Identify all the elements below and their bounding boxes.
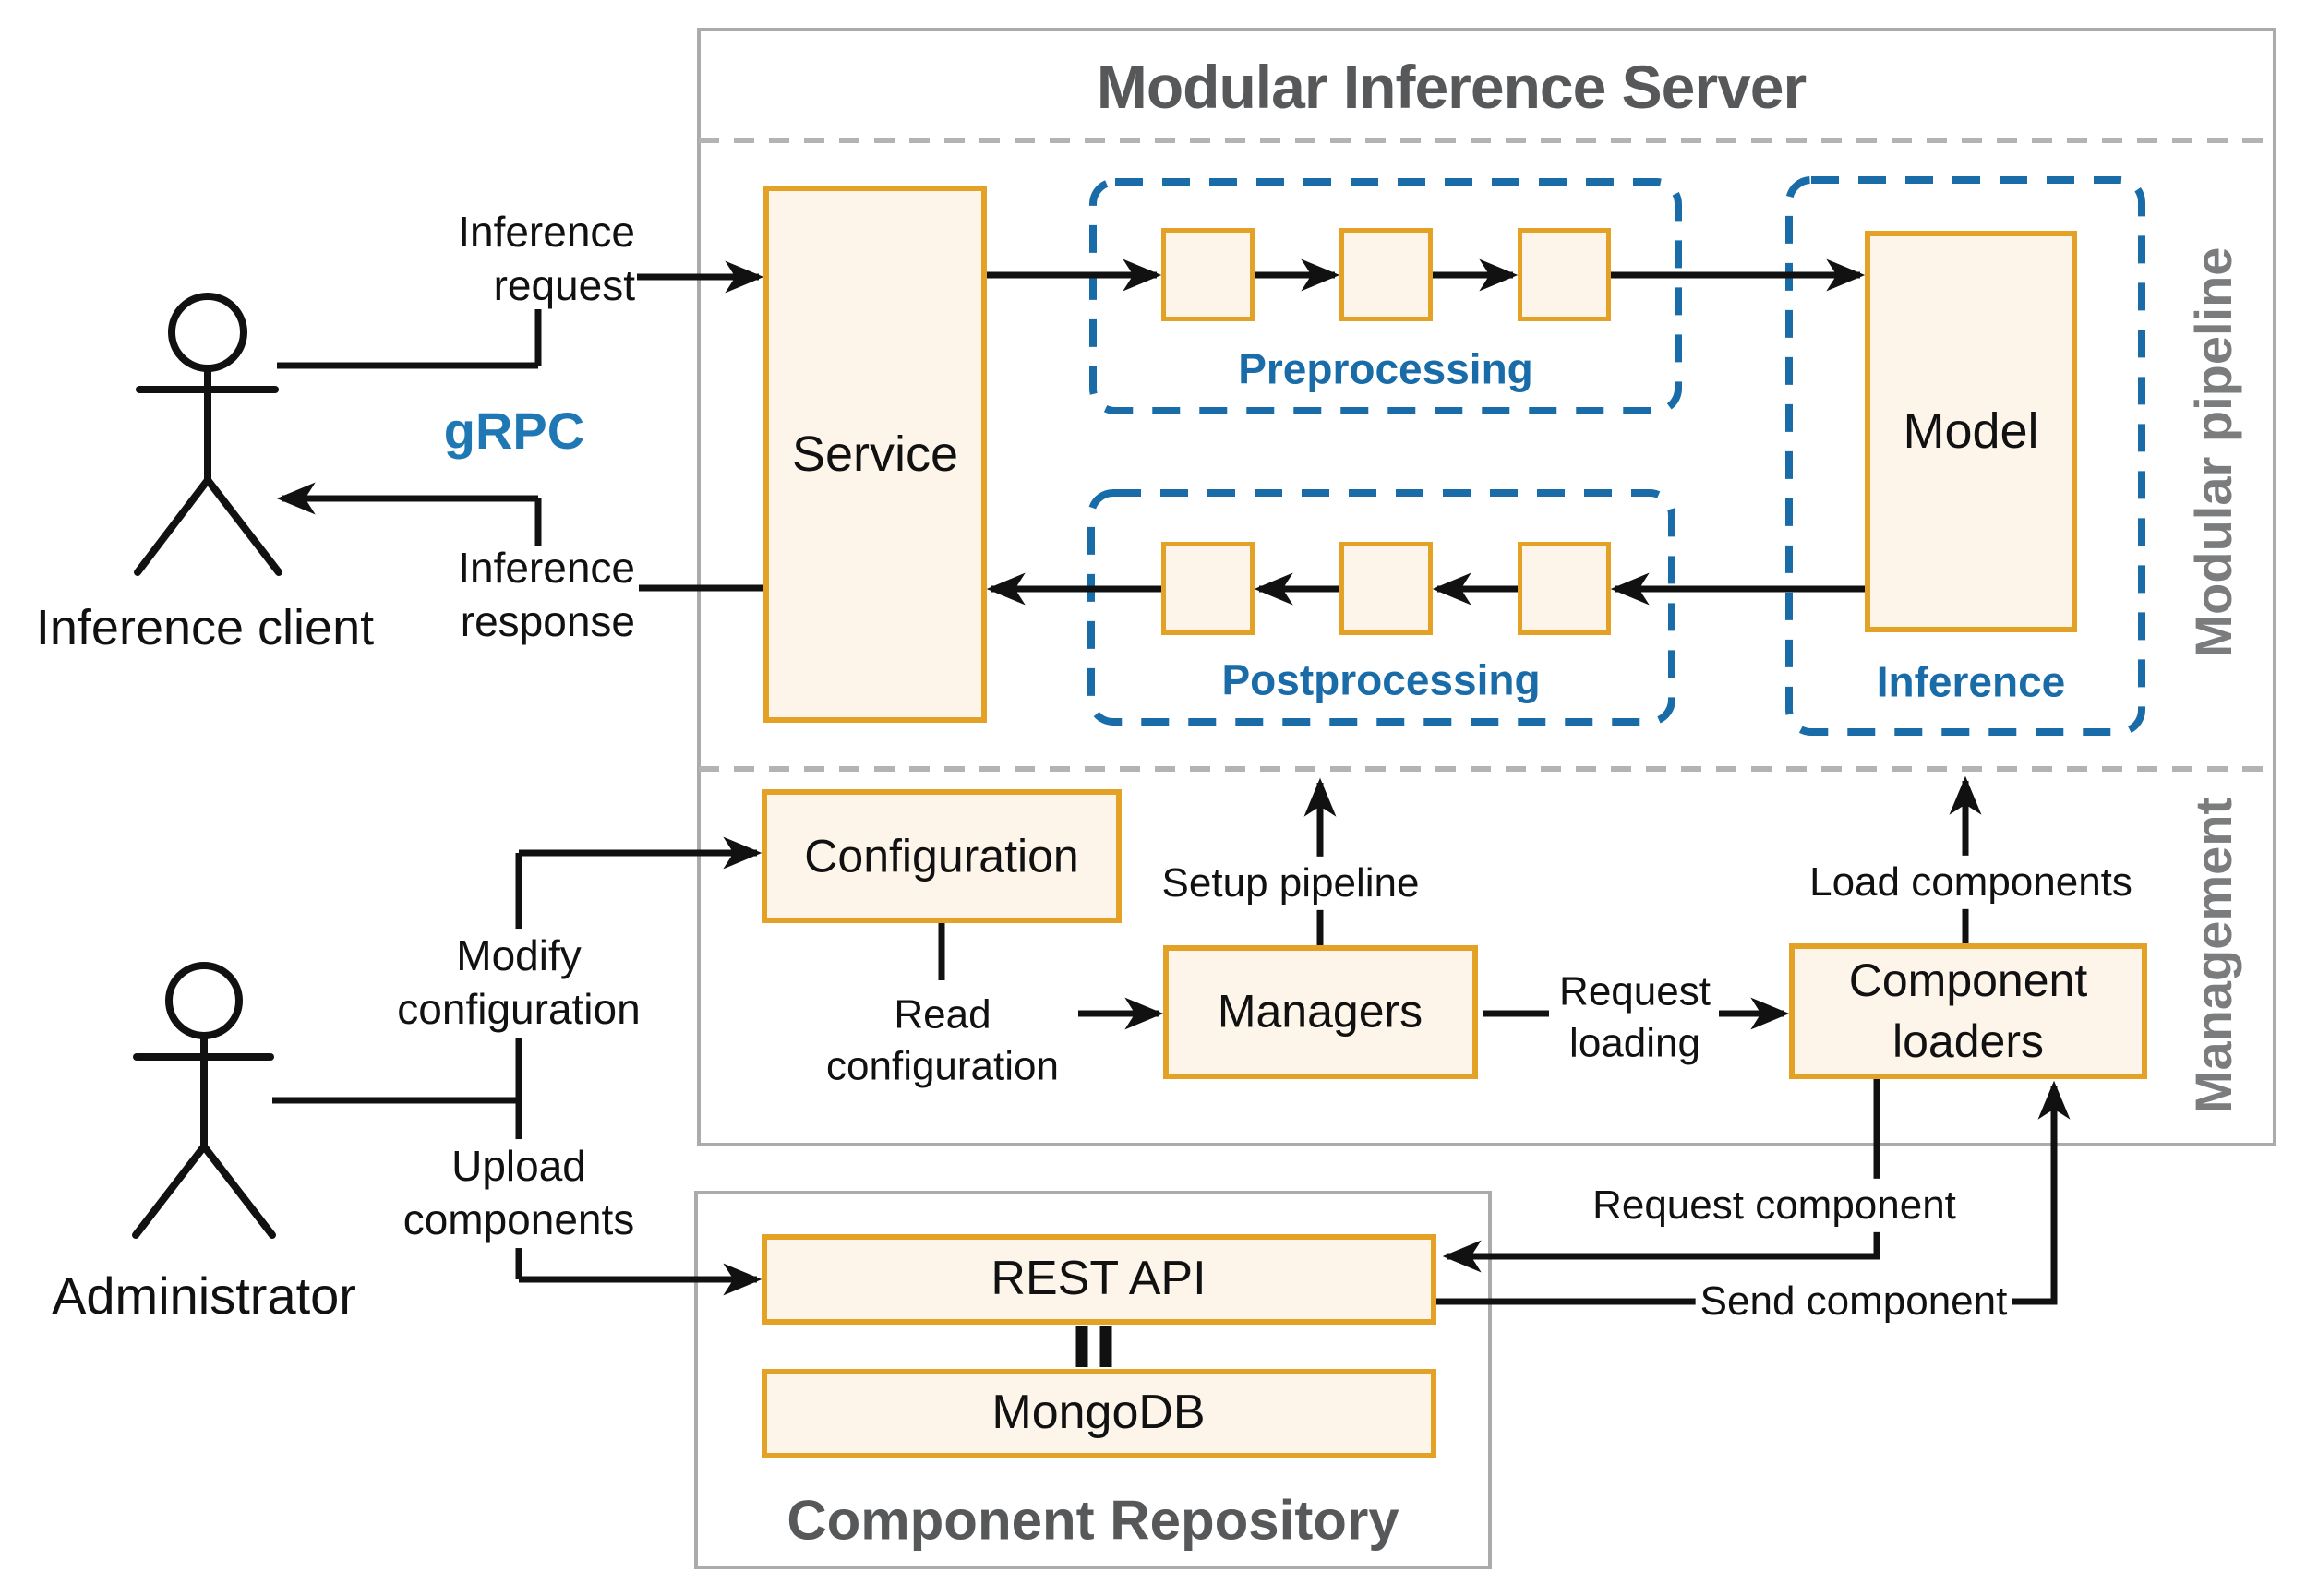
management-section-label: Management [2183,797,2242,1114]
request-component-arrow [1442,1079,1880,1273]
component-repository-frame [694,1191,1492,1569]
component-loaders-line-1: Component [1848,954,2088,1006]
administrator-label: Administrator [52,1266,356,1325]
mongodb-label: MongoDB [991,1386,1206,1440]
upload-components-line-2: components [402,1195,635,1243]
mongodb-box [762,1369,1436,1458]
read-configuration-line-2: configuration [826,1044,1059,1089]
postprocessing-group-outline [1087,489,1675,726]
inference-request-label: Inference request [458,206,635,313]
send-component-arrow [1436,1080,2071,1305]
inference-group-label: Inference [1876,657,2066,706]
setup-pipeline-label: Setup pipeline [1157,856,1424,911]
rest-api-label: REST API [991,1252,1207,1306]
component-loaders-box [1789,943,2147,1079]
inference-request-line-1: Inference [458,208,635,257]
postprocessing-step-1-box [1161,542,1255,635]
component-loaders-label: Component loaders [1849,950,2088,1072]
upload-components-line-1: Upload [451,1142,586,1191]
upload-components-label: Upload components [398,1139,640,1248]
component-repository-label: Component Repository [787,1489,1399,1552]
inference-response-line-1: Inference [458,544,635,593]
service-box [763,186,987,723]
managers-box [1163,945,1478,1079]
postprocessing-step-3-box [1518,542,1611,635]
pipeline-groups [1087,176,2145,736]
postprocessing-step-2-box [1339,542,1433,635]
request-loading-line-2: loading [1569,1021,1700,1066]
request-loading-label: Request loading [1559,966,1711,1071]
component-loaders-line-2: loaders [1892,1015,2044,1067]
managers-label: Managers [1217,985,1423,1038]
rest-mongodb-link [1075,1326,1112,1367]
preprocessing-step-3-box [1518,228,1611,321]
read-configuration-line-1: Read [894,991,991,1038]
inference-request-line-2: request [493,261,635,309]
server-title: Modular Inference Server [1096,53,1807,122]
postprocessing-label: Postprocessing [1221,655,1541,704]
client-actor-icon [134,293,282,576]
read-configuration-label: Read configuration [826,990,1059,1094]
modify-configuration-line-2: configuration [397,985,641,1033]
inference-response-line-2: response [460,597,635,645]
send-component-label: Send component [1695,1274,2012,1329]
inference-group-outline [1785,176,2145,736]
model-label: Model [1903,402,2039,459]
request-component-label: Request component [1588,1178,1961,1233]
grpc-label: gRPC [443,401,585,460]
admin-actor-icon [132,962,276,1239]
preprocessing-step-2-box [1339,228,1433,321]
configuration-box [762,789,1122,923]
preprocessing-step-1-box [1161,228,1255,321]
inference-client-label: Inference client [35,599,375,655]
load-components-label: Load components [1805,855,2137,910]
modify-configuration-label: Modify configuration [392,929,645,1038]
request-loading-line-1: Request [1559,968,1711,1014]
configuration-label: Configuration [804,830,1079,882]
service-label: Service [791,426,959,482]
inference-response-label: Inference response [458,542,635,649]
model-box [1865,231,2077,632]
modify-configuration-line-1: Modify [456,931,582,980]
preprocessing-label: Preprocessing [1238,344,1533,393]
modular-pipeline-section-label: Modular pipeline [2183,246,2242,658]
arrow-connectors [276,258,2071,1305]
preprocessing-group-outline [1089,178,1682,414]
section-divider-lines [699,138,2275,772]
rest-api-box [762,1234,1436,1325]
